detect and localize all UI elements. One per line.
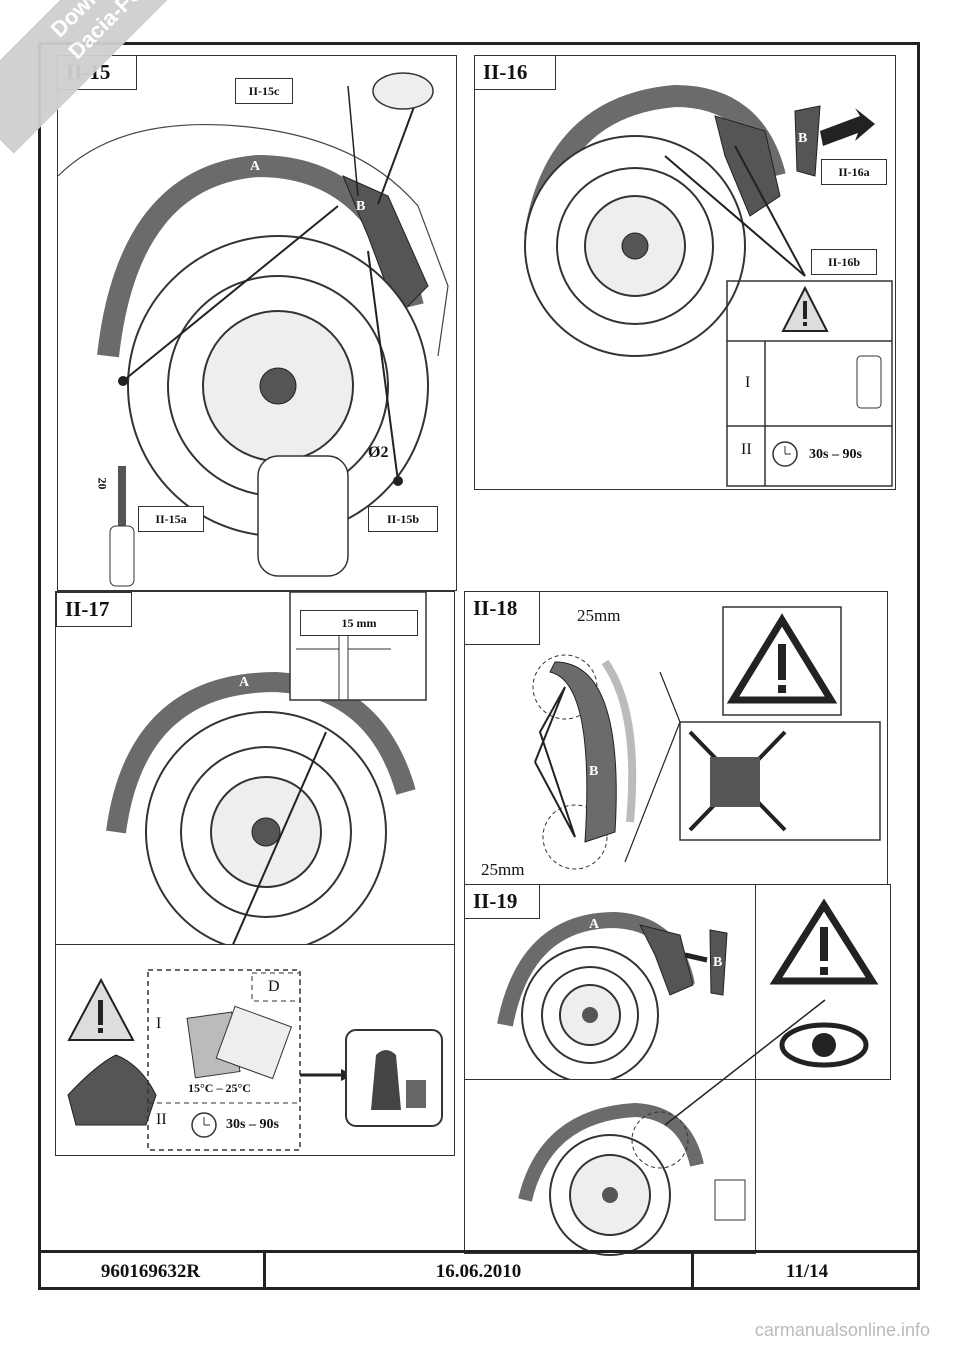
panel-ii-18: II-18 25mm 25mm B (464, 591, 888, 885)
step-number: I (745, 374, 751, 391)
part-label-a: A (589, 917, 600, 932)
cleaning-instructions (67, 969, 443, 1151)
pouch-label: D (268, 978, 280, 995)
callout-label: II-15c (235, 78, 293, 104)
panel-ii-19-detail (464, 999, 826, 1256)
wheel-arch-illustration (497, 911, 728, 1084)
wheel-arch-detail (518, 999, 826, 1256)
step-tag: II-19 (464, 884, 540, 919)
gap-dimension: 15 mm (300, 610, 418, 636)
temperature-range: 15°C – 25°C (188, 1081, 251, 1095)
panel-ii-17-instructions: D I 15°C – 25°C II 30s – 90s (55, 944, 455, 1156)
part-label-b: B (589, 764, 599, 779)
panel-ii-17: II-17 15 mm A (55, 591, 455, 976)
inspect-warning (769, 898, 879, 1068)
duration-label: 30s – 90s (226, 1117, 279, 1132)
step-number: I (156, 1015, 162, 1032)
wheel-arch-illustration (57, 72, 449, 587)
callout-label: II-15b (368, 506, 438, 532)
part-label-a: A (250, 159, 261, 174)
part-label-b: B (713, 955, 723, 970)
bottom-dimension: 25mm (481, 860, 525, 879)
step-number: II (156, 1111, 167, 1128)
part-label-a: A (239, 675, 250, 690)
document-reference: 960169632R (38, 1253, 266, 1290)
panel-ii-19: II-19 A B (464, 884, 756, 1084)
footer-divider (38, 1250, 920, 1253)
duration-label: 30s – 90s (809, 447, 862, 462)
wheel-arch-illustration (524, 84, 893, 487)
callout-label: II-16b (811, 249, 877, 275)
torx-size: 20 (95, 477, 110, 490)
step-tag: II-17 (56, 592, 132, 627)
step-number: II (741, 441, 752, 458)
step-tag: II-18 (464, 591, 540, 645)
drill-diameter: Ø2 (368, 444, 389, 461)
callout-label: II-15a (138, 506, 204, 532)
top-dimension: 25mm (577, 606, 621, 625)
part-label-b: B (798, 131, 808, 146)
panel-ii-19-warning (755, 884, 891, 1080)
site-watermark: carmanualsonline.info (754, 1320, 930, 1340)
panel-ii-15: II-15 II-15c II-15a II-15b A B Ø2 20 (57, 55, 457, 591)
page-number: 11/14 (785, 1261, 829, 1282)
step-tag: II-16 (474, 55, 556, 90)
panel-ii-16: II-16 II-16a II-16b B I II 30s – 90s (474, 55, 896, 490)
wheel-arch-illustration (106, 591, 427, 976)
spacing-illustration (532, 606, 881, 870)
footer-table: 960169632R 16.06.2010 11/14 (38, 1253, 920, 1290)
callout-label: II-16a (821, 159, 887, 185)
part-label-b: B (356, 199, 366, 214)
document-date: 16.06.2010 (266, 1253, 694, 1290)
page-frame (38, 42, 920, 1290)
